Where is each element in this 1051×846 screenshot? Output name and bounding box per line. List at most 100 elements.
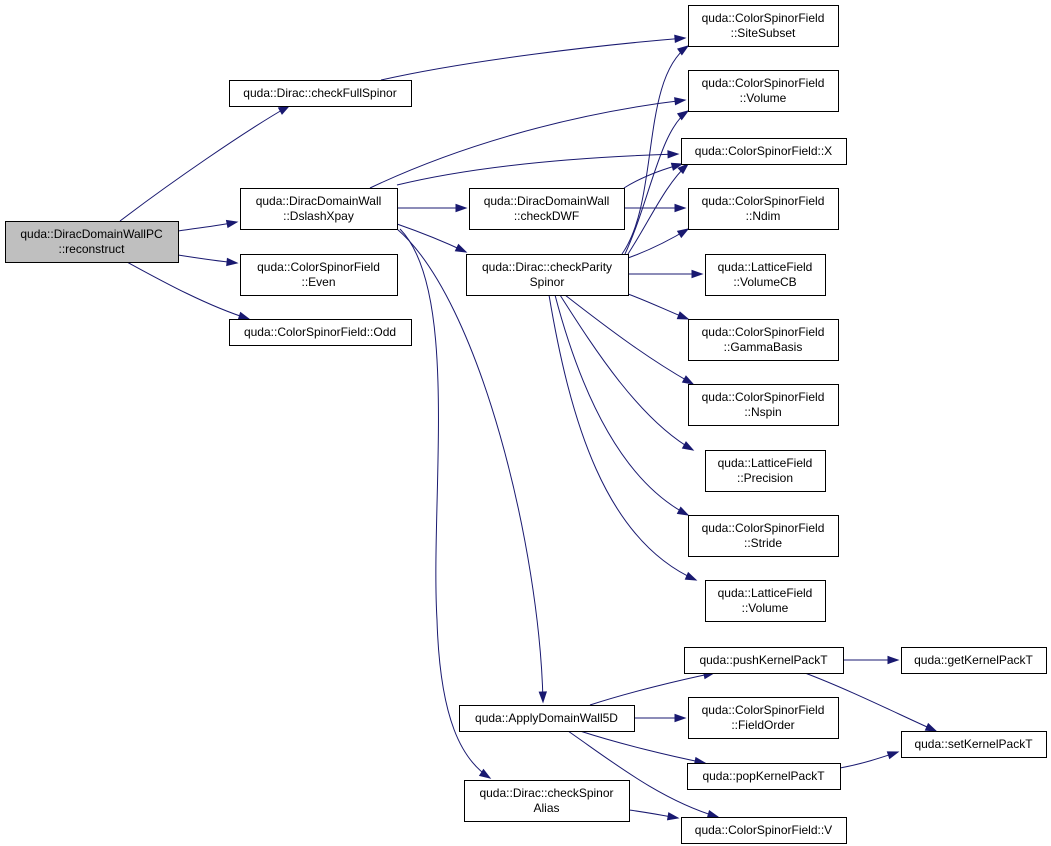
node-box — [240, 254, 398, 296]
node-label-line: quda::LatticeField — [718, 260, 813, 274]
node-stride[interactable]: quda::ColorSpinorField::Stride — [688, 515, 839, 557]
node-nspin[interactable]: quda::ColorSpinorField::Nspin — [688, 384, 839, 426]
node-label-line: ::DslashXpay — [283, 209, 354, 223]
edge-checkParitySpinor-to-Precision — [559, 294, 695, 451]
node-box — [229, 80, 412, 107]
node-getkernelpackt[interactable]: quda::getKernelPackT — [901, 647, 1047, 674]
node-box — [705, 254, 826, 296]
edge-checkDWF-to-X — [623, 162, 684, 189]
node-label-line: quda::ApplyDomainWall5D — [475, 711, 618, 725]
arrowhead — [455, 203, 468, 213]
node-box — [681, 138, 847, 165]
edge-popKernelPackT-to-setKernelPackT — [839, 751, 900, 769]
node-v[interactable]: quda::ColorSpinorField::V — [681, 817, 847, 844]
edge-checkParitySpinor-to-X — [627, 162, 690, 255]
node-lfvolume[interactable]: quda::LatticeField::Volume — [705, 580, 826, 622]
node-label-line: quda::ColorSpinorField — [702, 11, 825, 25]
node-odd[interactable]: quda::ColorSpinorField::Odd — [229, 319, 412, 346]
edges-layer — [119, 34, 938, 821]
arrowhead — [887, 655, 900, 665]
node-even[interactable]: quda::ColorSpinorField::Even — [240, 254, 398, 296]
arrowhead — [677, 45, 690, 56]
node-box — [901, 731, 1047, 758]
node-ndim[interactable]: quda::ColorSpinorField::Ndim — [688, 188, 839, 230]
node-label-line: ::Stride — [744, 536, 782, 550]
arrowhead — [681, 441, 695, 451]
node-box — [705, 450, 826, 492]
edge-checkParitySpinor-to-CSFVolume — [624, 110, 690, 255]
node-box — [688, 70, 839, 112]
node-label-line: quda::ColorSpinorField — [702, 194, 825, 208]
node-setkernelpackt[interactable]: quda::setKernelPackT — [901, 731, 1047, 758]
node-reconstruct[interactable]: quda::DiracDomainWallPC::reconstruct — [5, 221, 179, 263]
node-label-line: quda::setKernelPackT — [914, 737, 1033, 751]
node-x[interactable]: quda::ColorSpinorField::X — [681, 138, 847, 165]
edge-pushKernelPackT-to-getKernelPackT — [843, 655, 900, 665]
node-box — [464, 780, 630, 822]
arrowhead — [478, 768, 492, 779]
node-checkdwf[interactable]: quda::DiracDomainWall::checkDWF — [469, 188, 625, 230]
edge-checkParitySpinor-to-SiteSubset — [621, 45, 690, 255]
node-box — [469, 188, 625, 230]
edge-ApplyDomainWall5D-to-popKernelPackT — [579, 730, 707, 766]
arrowhead — [691, 269, 704, 279]
node-box — [688, 697, 839, 739]
edge-DslashXpay-to-CSFVolume — [369, 97, 687, 189]
node-box — [705, 580, 826, 622]
arrowhead — [225, 219, 239, 229]
node-label-line: quda::ColorSpinorField — [702, 521, 825, 535]
node-dslashxpay[interactable]: quda::DiracDomainWall::DslashXpay — [240, 188, 398, 230]
edge-DslashXpay-to-X — [396, 150, 680, 186]
node-label-line: quda::LatticeField — [718, 586, 813, 600]
node-precision[interactable]: quda::LatticeField::Precision — [705, 450, 826, 492]
edge-reconstruct-to-Even — [177, 254, 239, 267]
edge-DslashXpay-to-checkParitySpinor — [396, 223, 468, 253]
arrowhead — [681, 375, 695, 385]
node-box — [459, 705, 635, 732]
node-box — [688, 384, 839, 426]
node-label-line: Spinor — [530, 275, 565, 289]
edge-DslashXpay-to-checkSpinorAlias — [399, 228, 492, 779]
node-label-line: quda::Dirac::checkParity — [482, 260, 612, 274]
node-box — [688, 319, 839, 361]
arrowhead — [538, 691, 547, 704]
node-box — [687, 763, 841, 790]
node-checkfullspinor[interactable]: quda::Dirac::checkFullSpinor — [229, 80, 412, 107]
node-label-line: ::Nspin — [744, 405, 781, 419]
edge-checkDWF-to-Ndim — [623, 203, 687, 213]
node-pushkernelpackt[interactable]: quda::pushKernelPackT — [684, 647, 844, 674]
arrowhead — [674, 34, 687, 44]
node-gammabasis[interactable]: quda::ColorSpinorField::GammaBasis — [688, 319, 839, 361]
node-label-line: quda::LatticeField — [718, 456, 813, 470]
edge-checkParitySpinor-to-GammaBasis — [627, 293, 690, 320]
node-volumecb[interactable]: quda::LatticeField::VolumeCB — [705, 254, 826, 296]
edge-pushKernelPackT-to-setKernelPackT — [804, 672, 938, 732]
arrowhead — [676, 110, 690, 121]
node-popkernelpackt[interactable]: quda::popKernelPackT — [687, 763, 841, 790]
node-applydomainwall5d[interactable]: quda::ApplyDomainWall5D — [459, 705, 635, 732]
edge-checkParitySpinor-to-Stride — [554, 294, 690, 516]
edge-DslashXpay-to-checkDWF — [396, 203, 468, 213]
node-box — [466, 254, 629, 296]
node-box — [240, 188, 398, 230]
edge-reconstruct-to-Odd — [126, 261, 251, 320]
node-box — [5, 221, 179, 263]
node-label-line: quda::ColorSpinorField — [257, 260, 380, 274]
node-box — [684, 647, 844, 674]
node-box — [229, 319, 412, 346]
node-label-line: ::VolumeCB — [733, 275, 796, 289]
node-sitesubset[interactable]: quda::ColorSpinorField::SiteSubset — [688, 5, 839, 47]
node-fieldorder[interactable]: quda::ColorSpinorField::FieldOrder — [688, 697, 839, 739]
node-box — [688, 5, 839, 47]
node-csfvolume[interactable]: quda::ColorSpinorField::Volume — [688, 70, 839, 112]
node-label-line: quda::getKernelPackT — [914, 653, 1033, 667]
node-label-line: Alias — [533, 801, 559, 815]
node-label-line: quda::ColorSpinorField::X — [695, 144, 832, 158]
edge-checkParitySpinor-to-LFVolume — [548, 294, 698, 581]
node-box — [901, 647, 1047, 674]
arrowhead — [674, 203, 687, 213]
node-label-line: quda::ColorSpinorField — [702, 703, 825, 717]
node-label-line: quda::ColorSpinorField — [702, 325, 825, 339]
